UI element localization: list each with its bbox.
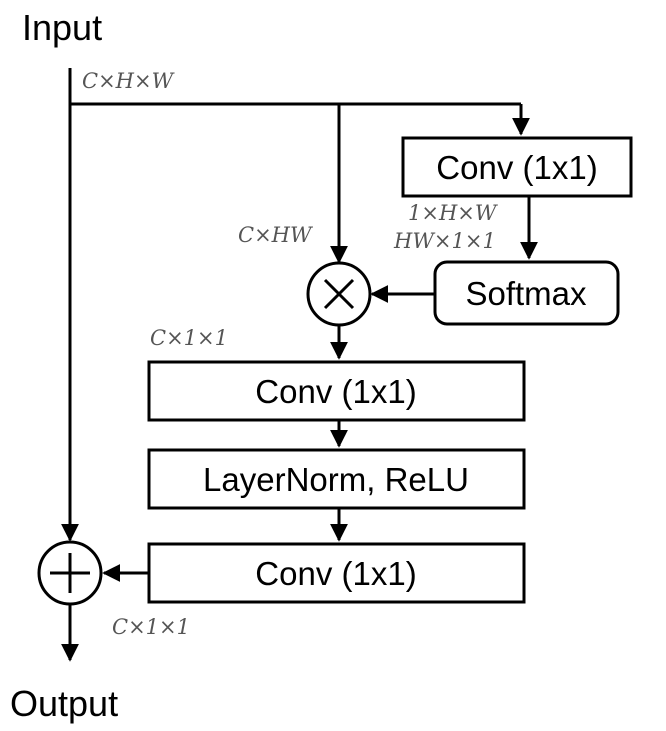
conv-top-box [401, 136, 633, 198]
conv-bottom-label: Conv (1x1) [255, 555, 416, 592]
layernorm-label: LayerNorm, ReLU [203, 461, 469, 498]
input-dim-label: C×H×W [82, 69, 176, 93]
transform-out-dim-label: C×1×1 [112, 615, 190, 639]
conv-bottom-box [147, 542, 526, 604]
context-dim-label: C×1×1 [150, 326, 228, 350]
add-icon [37, 540, 103, 606]
reshape-dim-label: HW×1×1 [393, 229, 496, 253]
conv-top-label: Conv (1x1) [436, 149, 597, 186]
output-label: Output [10, 683, 118, 724]
conv-out-dim-label: 1×H×W [408, 201, 499, 225]
multiply-icon [306, 261, 372, 327]
branch-dim-label: C×HW [238, 223, 314, 247]
layernorm-box [147, 448, 526, 510]
conv-mid-label: Conv (1x1) [255, 373, 416, 410]
softmax-label: Softmax [465, 275, 587, 312]
input-label: Input [22, 7, 102, 48]
conv-mid-box [147, 360, 526, 422]
